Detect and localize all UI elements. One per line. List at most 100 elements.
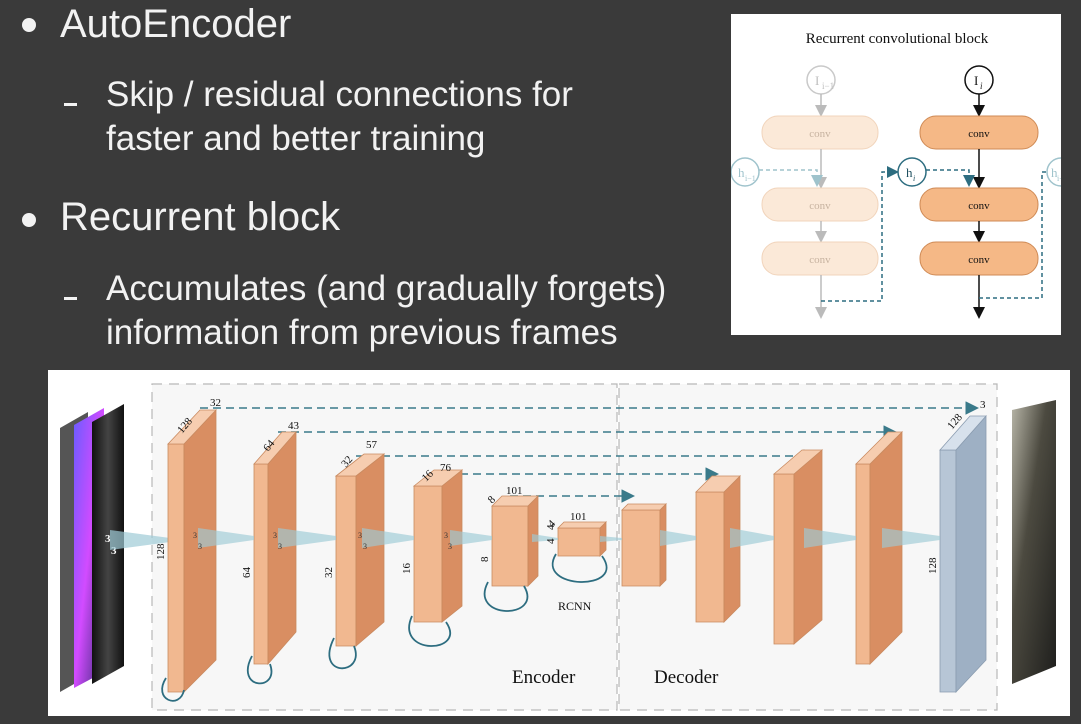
conv-prev-3 bbox=[761, 241, 879, 276]
ch-57: 57 bbox=[366, 439, 378, 451]
recurrent-loops bbox=[161, 553, 608, 702]
h-prev-label: h bbox=[738, 165, 745, 180]
size-4a: 4 bbox=[545, 538, 557, 544]
enc-block-5 bbox=[491, 495, 539, 587]
output-image bbox=[1012, 400, 1056, 684]
kernel-cones bbox=[198, 528, 940, 548]
cone-6 bbox=[600, 536, 622, 542]
input-prev-label: I bbox=[815, 73, 819, 88]
dec-block-4 bbox=[855, 431, 903, 665]
network-architecture-figure: 3 3 bbox=[48, 370, 1070, 716]
conv-prev-2 bbox=[761, 187, 879, 222]
input-prev-sub: i−1 bbox=[822, 81, 834, 91]
conv-cur-3-label: conv bbox=[968, 254, 990, 266]
sub-bullet-accum-line2: information from previous frames bbox=[106, 313, 618, 352]
conv-prev-1 bbox=[761, 115, 879, 150]
cone-8 bbox=[730, 528, 774, 548]
ch-76: 76 bbox=[440, 462, 452, 474]
recurrent-block-figure: Recurrent convolutional block I i−1 conv… bbox=[730, 14, 1076, 335]
sub-bullet-skip-line2: faster and better training bbox=[106, 119, 486, 158]
conv-prev-3-label: conv bbox=[809, 254, 831, 266]
conv-cur-2-label: conv bbox=[968, 200, 990, 212]
dec-block-3 bbox=[772, 449, 824, 645]
ch-101: 101 bbox=[506, 485, 523, 497]
ch-bottleneck: 101 bbox=[570, 511, 587, 523]
cone-7 bbox=[660, 530, 696, 546]
k1b: 3 bbox=[198, 542, 202, 551]
size-4b: 4 bbox=[545, 524, 557, 530]
input-cur-sub: i bbox=[980, 81, 983, 91]
bullet-dot-1 bbox=[22, 18, 36, 32]
enc-block-4 bbox=[412, 469, 464, 623]
enc-block-1 bbox=[167, 408, 217, 693]
cone-9 bbox=[804, 528, 856, 548]
input-cur-node bbox=[964, 65, 994, 95]
loop-4 bbox=[408, 615, 451, 647]
h-prev-sub: i−1 bbox=[745, 174, 756, 183]
bullet-dot-2 bbox=[22, 213, 36, 227]
encoder-frame bbox=[151, 383, 618, 711]
loop-rcnn bbox=[552, 553, 608, 583]
cone-3 bbox=[362, 528, 414, 548]
network-svg: 3 3 bbox=[60, 383, 1056, 711]
cone-1 bbox=[198, 528, 254, 548]
ch-43: 43 bbox=[288, 420, 300, 432]
dec-block-2 bbox=[695, 475, 741, 623]
conv-prev-2-label: conv bbox=[809, 200, 831, 212]
sub-bullet-accum-line1: Accumulates (and gradually forgets) bbox=[106, 269, 667, 308]
loop-5 bbox=[483, 581, 529, 612]
size-32: 32 bbox=[323, 567, 335, 578]
input-image-stack: 3 3 bbox=[60, 404, 170, 692]
k1a: 3 bbox=[193, 531, 197, 540]
k3b: 3 bbox=[363, 542, 367, 551]
kernel-labels: 3 3 3 3 3 3 3 3 bbox=[193, 531, 452, 551]
cone-2 bbox=[278, 528, 336, 548]
k3a: 3 bbox=[358, 531, 362, 540]
size-128: 128 bbox=[155, 543, 167, 560]
size-16: 16 bbox=[401, 563, 413, 575]
loop-2 bbox=[246, 655, 273, 685]
dec-block-1 bbox=[621, 503, 667, 587]
input-layer-front bbox=[92, 404, 124, 684]
conv-prev-1-label: conv bbox=[809, 128, 831, 140]
decoder-label: Decoder bbox=[654, 667, 719, 688]
encoder-label: Encoder bbox=[512, 667, 576, 688]
rcb-title: Recurrent convolutional block bbox=[806, 31, 989, 47]
dash-1 bbox=[64, 103, 77, 106]
size-8: 8 bbox=[479, 556, 491, 562]
rcnn-label: RCNN bbox=[558, 599, 592, 613]
conv-cur-1-label: conv bbox=[968, 128, 990, 140]
h-cur-node bbox=[897, 157, 927, 187]
k2b: 3 bbox=[278, 542, 282, 551]
out-size-label: 128 bbox=[927, 557, 939, 574]
k4b: 3 bbox=[448, 542, 452, 551]
loop-1 bbox=[161, 677, 185, 702]
bottleneck-block bbox=[557, 521, 607, 557]
sub-bullet-skip-line1: Skip / residual connections for bbox=[106, 75, 573, 114]
h-prev-arrow bbox=[759, 169, 823, 187]
h-next-link bbox=[979, 171, 1047, 299]
enc-block-3 bbox=[334, 453, 386, 647]
h-cur-label: h bbox=[906, 165, 913, 180]
enc-block-2 bbox=[253, 430, 297, 666]
h-cur-sub: i bbox=[913, 174, 915, 183]
recurrent-link-arrow bbox=[821, 166, 899, 302]
h-cur-arrow bbox=[926, 169, 975, 187]
input-kernel-cone bbox=[110, 530, 170, 550]
bullet-recurrent-block: Recurrent block bbox=[60, 195, 341, 239]
h-prev-node bbox=[730, 157, 760, 187]
cone-5 bbox=[532, 534, 558, 542]
loop-3 bbox=[328, 637, 357, 670]
output-block bbox=[939, 414, 987, 694]
input-kernel-2: 3 bbox=[111, 545, 117, 557]
bullet-autoencoder: AutoEncoder bbox=[60, 2, 292, 46]
input-cur-label: I bbox=[974, 73, 978, 88]
cone-10 bbox=[882, 528, 940, 548]
k4a: 3 bbox=[444, 531, 448, 540]
ch-32: 32 bbox=[210, 397, 221, 409]
ch-out: 3 bbox=[980, 399, 986, 411]
recurrent-block-svg: Recurrent convolutional block I i−1 conv… bbox=[730, 31, 1076, 319]
size-64: 64 bbox=[241, 567, 253, 579]
input-kernel-1: 3 bbox=[105, 533, 111, 545]
h-next-label: h bbox=[1051, 165, 1058, 180]
